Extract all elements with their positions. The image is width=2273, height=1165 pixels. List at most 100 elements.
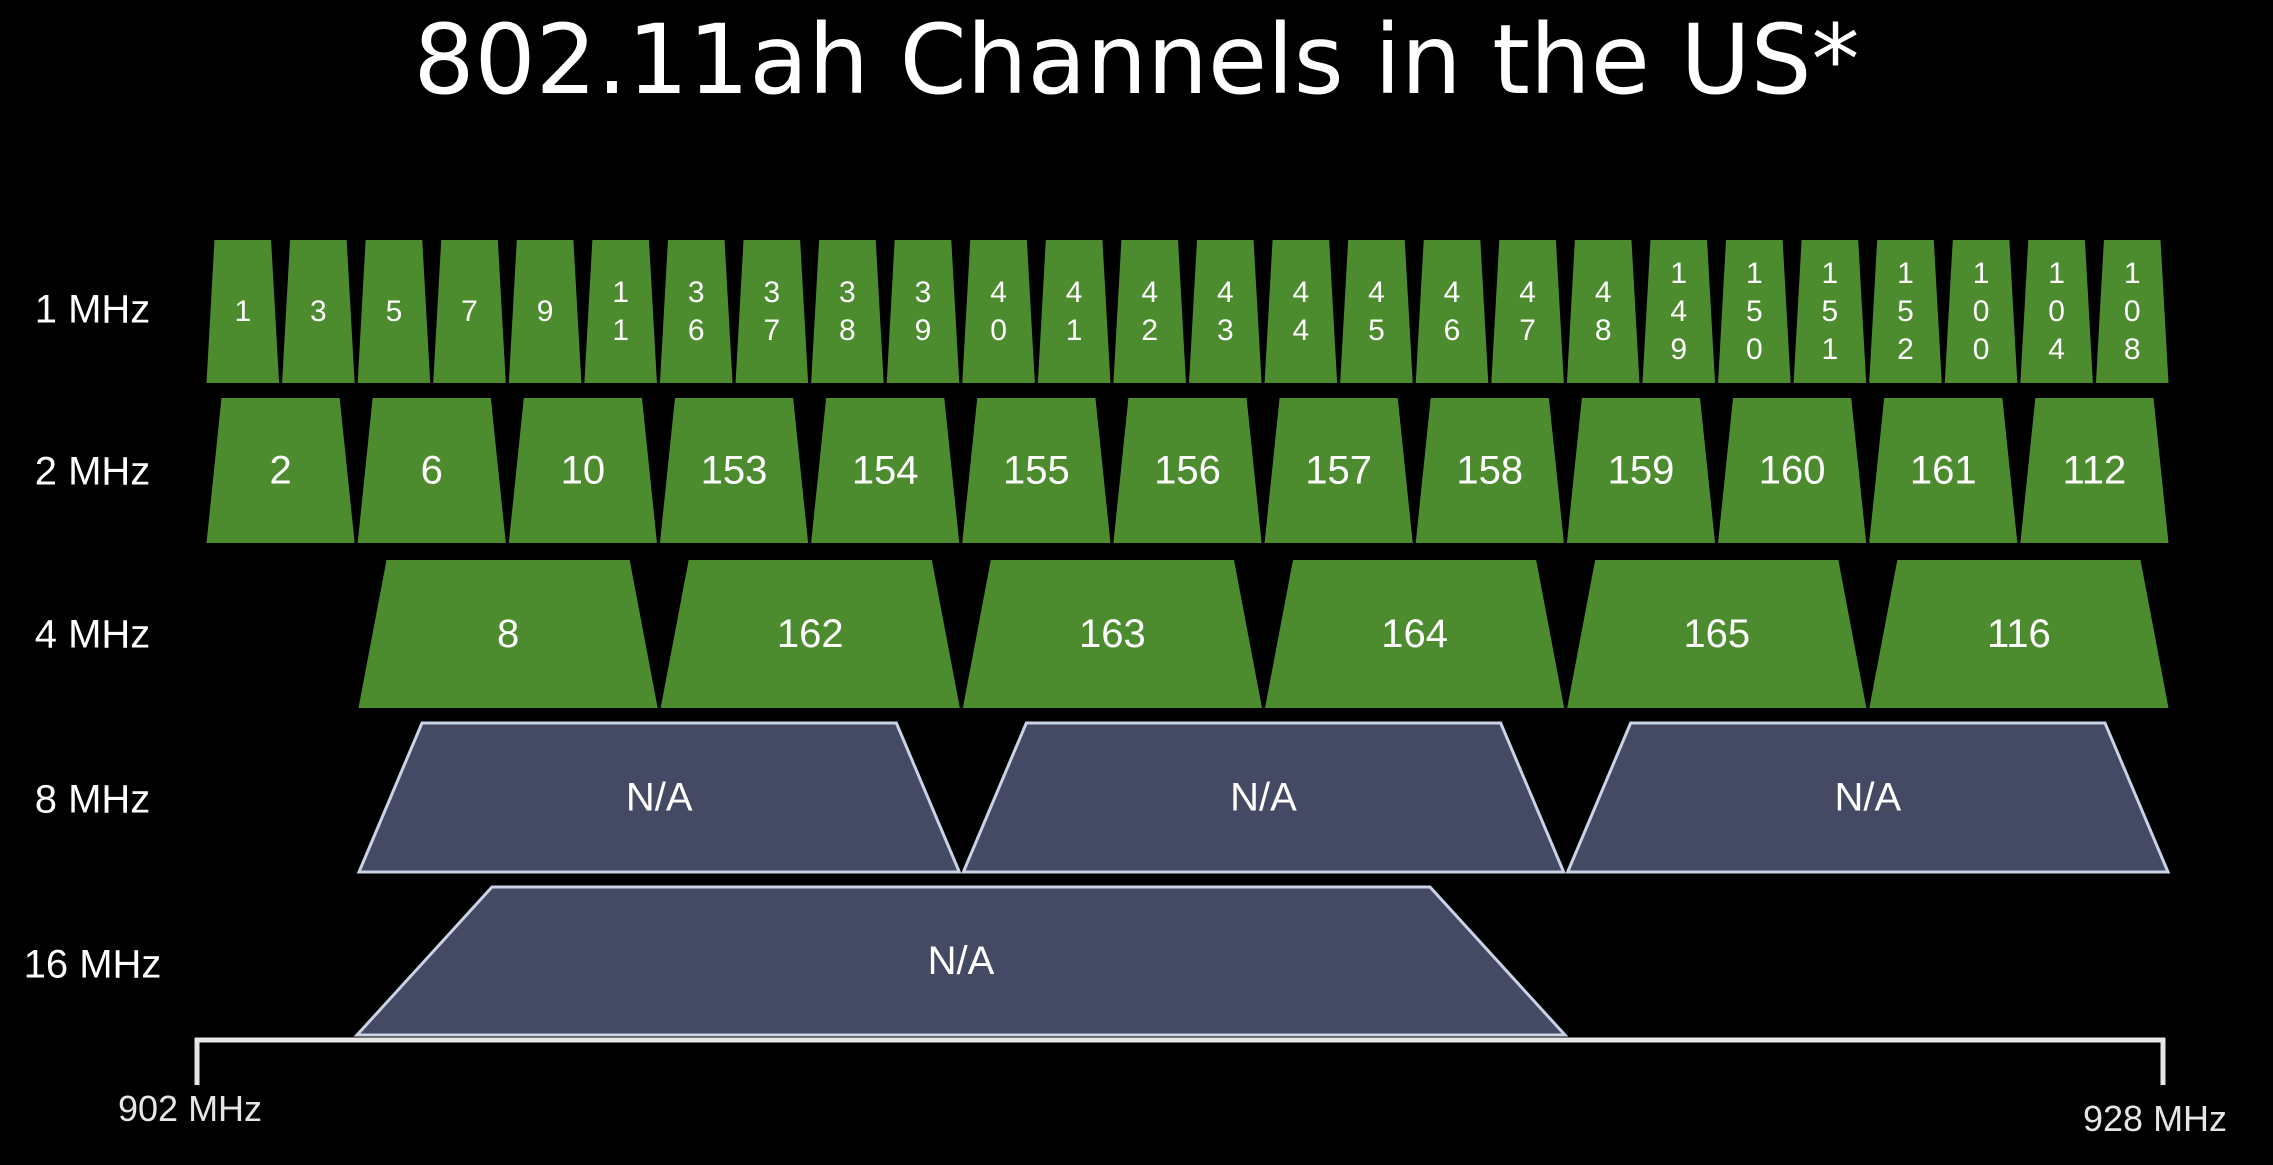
channel-label: 155 — [1003, 449, 1070, 493]
channel-label: N/A — [626, 776, 693, 820]
channel-block: N/A — [353, 885, 1569, 1037]
channel-shape — [584, 240, 657, 383]
channel-label: 164 — [1381, 612, 1448, 656]
channel-block: 161 — [1869, 398, 2018, 543]
channel-label: 161 — [1910, 449, 1977, 493]
channel-shape — [1265, 560, 1565, 708]
channel-shape — [1264, 240, 1338, 383]
channel-shape — [206, 398, 355, 543]
channel-label: 153 — [701, 449, 768, 493]
channel-block: 155 — [962, 398, 1111, 543]
channel-shape — [1113, 398, 1262, 543]
channel-label: N/A — [1230, 776, 1297, 820]
channel-label: 8 — [497, 612, 519, 656]
channel-label: 6 — [421, 449, 443, 493]
channel-block: 159 — [1566, 398, 1716, 543]
channel-block: 7 — [433, 240, 506, 383]
channel-block: 163 — [962, 560, 1262, 708]
channel-label: 3 — [310, 295, 327, 328]
channel-shape — [1869, 560, 2169, 708]
channel-label: 1 — [234, 295, 251, 328]
channel-label: 162 — [777, 612, 844, 656]
channel-block: 1 — [206, 240, 280, 383]
channel-shape — [1793, 240, 1867, 383]
channel-block: 160 — [1718, 398, 1867, 543]
channel-shape — [1718, 240, 1791, 383]
channel-block: 6 — [357, 398, 506, 543]
channel-shape — [1415, 240, 1489, 383]
row-label-16mhz: 16 MHz — [23, 942, 162, 987]
channel-shape — [962, 560, 1262, 708]
channel-shape — [508, 398, 657, 543]
channel-shape — [433, 240, 506, 383]
channel-label: 156 — [1154, 449, 1221, 493]
row-label-8mhz: 8 MHz — [34, 777, 151, 822]
channel-shape — [1340, 240, 1413, 383]
channel-block: 154 — [811, 398, 960, 543]
channel-shape — [1264, 398, 1413, 543]
channel-shape — [1415, 398, 1564, 543]
channel-shape — [357, 240, 431, 383]
channel-label: 112 — [2063, 449, 2127, 493]
channel-label: 165 — [1683, 612, 1750, 656]
channel-shape — [2020, 398, 2169, 543]
channel-shape — [508, 240, 582, 383]
frequency-axis — [194, 1037, 2166, 1085]
channel-block: 158 — [1415, 398, 1564, 543]
channel-shape — [1718, 398, 1867, 543]
channel-label: 9 — [537, 295, 554, 328]
row-label-2mhz: 2 MHz — [34, 449, 151, 494]
channel-label: 158 — [1456, 449, 1523, 493]
channel-block: 156 — [1113, 398, 1262, 543]
channel-block: 2 — [206, 398, 355, 543]
channel-block: 8 — [358, 560, 658, 708]
channel-shape — [961, 721, 1566, 874]
channel-shape — [2095, 240, 2169, 383]
channel-shape — [356, 721, 962, 874]
channel-shape — [1869, 398, 2018, 543]
row-label-1mhz: 1 MHz — [34, 287, 151, 332]
channel-block: 9 — [508, 240, 582, 383]
channel-label: 160 — [1759, 449, 1826, 493]
channel-label: N/A — [1834, 776, 1901, 820]
channel-block: N/A — [356, 721, 962, 874]
channel-label: 10 — [561, 449, 606, 493]
channel-label: 157 — [1305, 449, 1372, 493]
channel-shape — [811, 398, 960, 543]
channel-block: 157 — [1264, 398, 1413, 543]
channel-block: 10 — [508, 398, 657, 543]
axis-start-label: 902 MHz — [118, 1088, 263, 1129]
channel-label: 2 — [269, 449, 291, 493]
channel-label: 7 — [461, 295, 478, 328]
channel-shape — [659, 240, 733, 383]
channel-block: 153 — [659, 398, 809, 543]
channel-shape — [2020, 240, 2093, 383]
channel-label: N/A — [928, 939, 995, 983]
channel-shape — [886, 240, 960, 383]
channel-shape — [735, 240, 809, 383]
channel-shape — [1491, 240, 1564, 383]
